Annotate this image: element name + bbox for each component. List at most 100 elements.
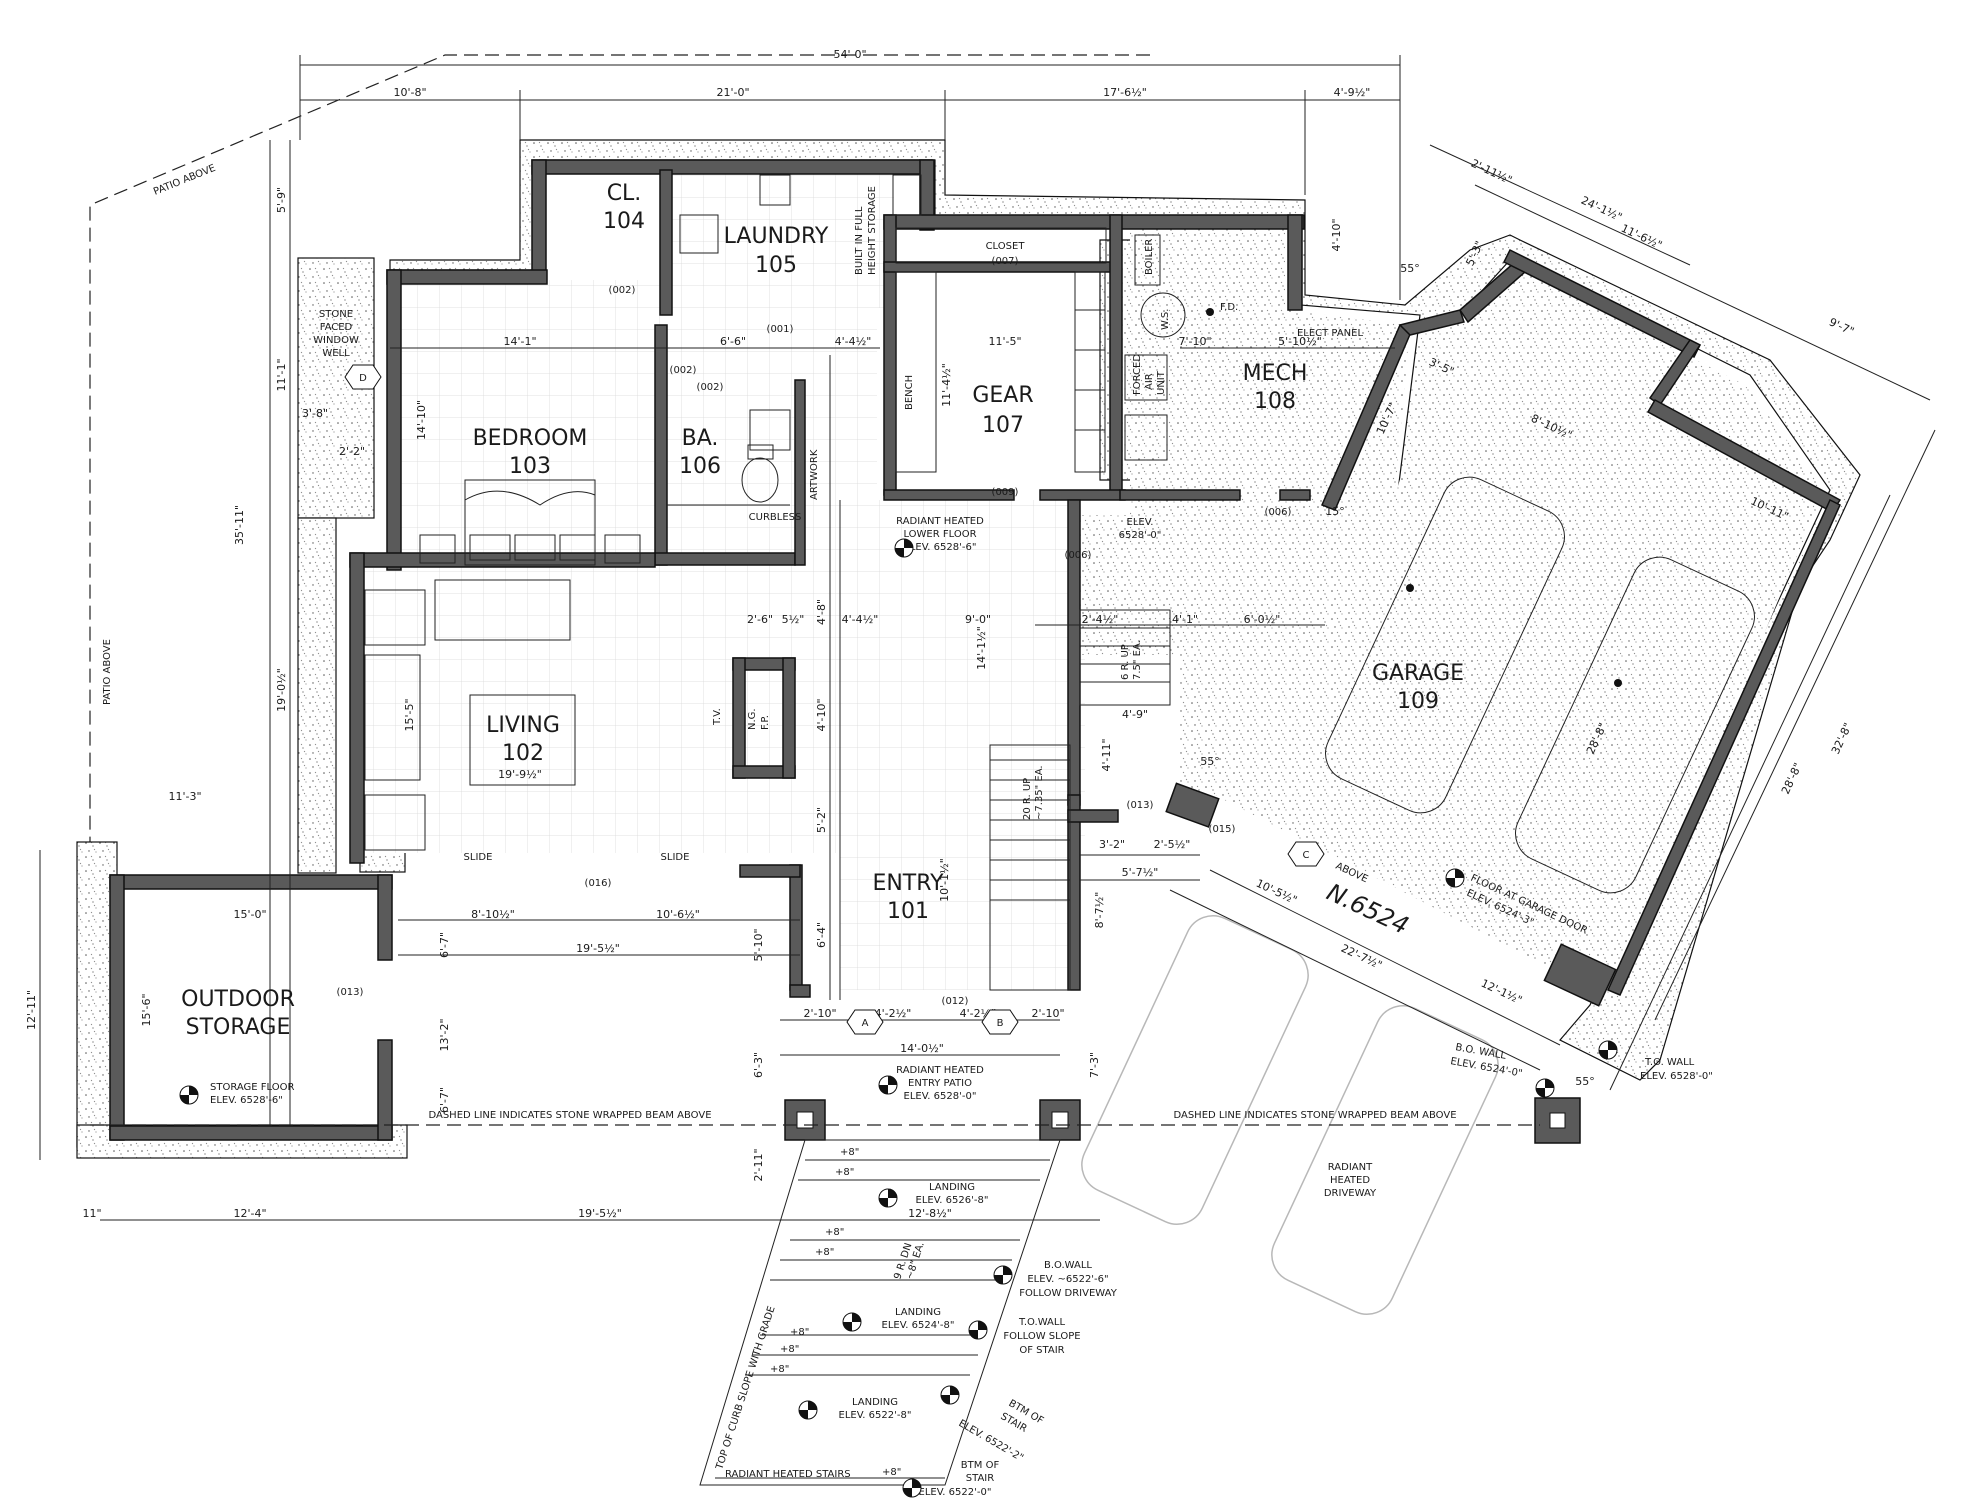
outdoor-storage-name: OUTDOOR — [181, 987, 295, 1012]
door-tag: (007) — [992, 256, 1019, 267]
mech-name: MECH — [1243, 361, 1308, 386]
dim-ent-b: 4'-2½" — [875, 1007, 912, 1020]
walls — [109, 159, 1842, 1144]
tiled-floor — [355, 168, 1085, 990]
note-window-well-4: WELL — [322, 348, 350, 359]
dim-entry-g: 10'-1½" — [938, 858, 951, 902]
dim-top-b: 21'-0" — [716, 86, 749, 99]
closet-104-name: CL. — [607, 181, 642, 206]
dim-gar-k: 12'-1½" — [1479, 977, 1524, 1007]
garage-number: 109 — [1397, 689, 1439, 714]
dim-gar-l: 2'-11½" — [1469, 157, 1514, 187]
dim-gar-b: 11'-6½" — [1619, 222, 1664, 252]
note-stair-rise: +8" — [770, 1364, 789, 1375]
dim-well-b: 2'-2" — [339, 445, 365, 458]
dim-liv-e: 13'-2" — [438, 1018, 451, 1051]
dim-well-a: 3'-8" — [302, 407, 328, 420]
dim-entry-a: 4'-8" — [815, 599, 828, 625]
section-tags: A B C D — [344, 364, 1325, 1035]
dim-os-c: 11'-3" — [168, 790, 201, 803]
dimension-lines — [39, 55, 1936, 1221]
note-landing-1a: LANDING — [929, 1182, 975, 1193]
note-btm-stair-2b: STAIR — [966, 1473, 994, 1484]
dim-os-b: 15'-6" — [140, 993, 153, 1026]
dim-patio-b: 2'-11" — [752, 1148, 765, 1181]
dim-ent-a: 2'-10" — [803, 1007, 836, 1020]
dim-liv-a: 8'-10½" — [471, 908, 515, 921]
note-radiant-lower-3: ELEV. 6528'-6" — [904, 542, 977, 553]
door-tag: (006) — [1265, 507, 1292, 518]
dim-entry-e: 5'-2" — [815, 807, 828, 833]
dim-ang-b: 55° — [1200, 755, 1220, 768]
tag-a: A — [862, 1018, 869, 1029]
note-to-wall-2b: FOLLOW SLOPE — [1003, 1331, 1080, 1342]
dim-mech-b: 5'-10½" — [1278, 335, 1322, 348]
dim-ang-a: 55° — [1400, 262, 1420, 275]
dim-liv-b: 10'-6½" — [656, 908, 700, 921]
dim-fp-c: 4'-10" — [815, 698, 828, 731]
dim-stair-h: 5'-7½" — [1122, 866, 1159, 879]
dim-os-a: 15'-0" — [233, 908, 266, 921]
tag-c: C — [1303, 850, 1310, 861]
dim-stair-e: 4'-11" — [1100, 738, 1113, 771]
dim-entry-c: 9'-0" — [965, 613, 991, 626]
note-patio-above-left: PATIO ABOVE — [102, 639, 113, 705]
note-stair-rise: +8" — [790, 1327, 809, 1338]
dim-bot-c: 12'-8½" — [908, 1207, 952, 1220]
entry-number: 101 — [887, 899, 929, 924]
door-tag: (009) — [992, 487, 1019, 498]
dim-gar-c: 9'-7" — [1827, 315, 1856, 338]
dim-bot-b: 19'-5½" — [578, 1207, 622, 1220]
dim-top-d: 4'-9½" — [1334, 86, 1371, 99]
outdoor-storage-name-2: STORAGE — [186, 1015, 291, 1040]
garage-name: GARAGE — [1372, 661, 1464, 686]
bedroom-number: 103 — [509, 454, 551, 479]
note-radiant-stairs: RADIANT HEATED STAIRS — [725, 1469, 851, 1480]
dim-liv-d: 6'-7" — [438, 932, 451, 958]
laundry-number: 105 — [755, 253, 797, 278]
mech-number: 108 — [1254, 389, 1296, 414]
stairs — [699, 609, 1171, 1486]
dim-patio-a: 6'-3" — [752, 1052, 765, 1078]
note-dashed-right: DASHED LINE INDICATES STONE WRAPPED BEAM… — [1173, 1110, 1456, 1121]
dim-liv-c: 19'-5½" — [576, 942, 620, 955]
dim-left-total: 35'-11" — [233, 505, 246, 545]
note-ws: W.S. — [1160, 309, 1171, 330]
note-landing-3a: LANDING — [852, 1397, 898, 1408]
note-stair-rise: +8" — [825, 1227, 844, 1238]
dim-stair-d: 4'-9" — [1122, 708, 1148, 721]
note-driveway-2: HEATED — [1330, 1175, 1370, 1186]
door-tag: (002) — [697, 382, 724, 393]
garage-floor — [1075, 225, 1825, 985]
dim-stair-c: 6'-0½" — [1244, 613, 1281, 626]
door-tag: (013) — [337, 987, 364, 998]
note-stair-rise: +8" — [815, 1247, 834, 1258]
dim-bot-d: 11" — [82, 1207, 101, 1220]
note-up-20r: 20 R. UP — [1022, 778, 1033, 820]
note-built-in-2: HEIGHT STORAGE — [867, 186, 878, 275]
dim-left-d: 12'-11" — [25, 990, 38, 1030]
dim-stair-a: 2'-4½" — [1082, 613, 1119, 626]
laundry-name: LAUNDRY — [724, 224, 829, 249]
dim-hall-b: 4'-4½" — [835, 335, 872, 348]
dim-gar-g: 28'-8" — [1779, 761, 1805, 796]
door-tag: (016) — [585, 878, 612, 889]
note-landing-2b: ELEV. 6524'-8" — [882, 1320, 955, 1331]
note-fau-2: AIR — [1144, 373, 1155, 390]
closet-104-number: 104 — [603, 209, 645, 234]
note-dashed-left: DASHED LINE INDICATES STONE WRAPPED BEAM… — [428, 1110, 711, 1121]
note-bo-wall-2b: ELEV. ~6522'-6" — [1027, 1274, 1108, 1285]
door-tag: (002) — [670, 365, 697, 376]
door-tag: (012) — [942, 996, 969, 1007]
note-up-6r: 6 R. UP — [1120, 644, 1131, 680]
dim-entry-f: 6'-4" — [815, 922, 828, 948]
note-patio-above-top: PATIO ABOVE — [152, 163, 217, 198]
tag-d: D — [359, 373, 367, 384]
dim-bedroom-h: 14'-10" — [415, 400, 428, 440]
gear-number: 107 — [982, 413, 1024, 438]
note-stair-rise: +8" — [835, 1167, 854, 1178]
note-to-wall-2a: T.O.WALL — [1018, 1317, 1065, 1328]
dim-overall-top: 54'-0" — [833, 48, 866, 61]
room-labels: CL. 104 LAUNDRY 105 BEDROOM 103 BA. 106 … — [181, 181, 1464, 1040]
